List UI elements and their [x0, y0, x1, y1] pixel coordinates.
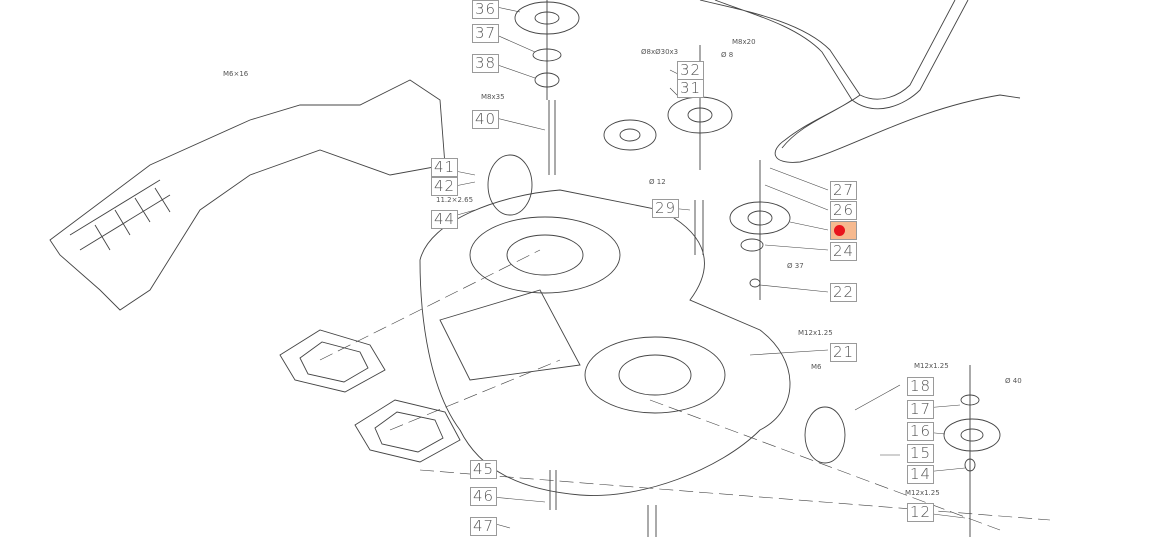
pulley-left — [603, 119, 657, 151]
part-label-47[interactable]: 47 — [470, 517, 498, 536]
wheel-right — [804, 406, 846, 464]
part-label-17[interactable]: 17 — [907, 400, 935, 419]
part-label-42[interactable]: 42 — [431, 177, 459, 196]
discharge-chute — [439, 289, 581, 381]
spec-d40: Ø 40 — [1005, 377, 1022, 385]
part-label-26[interactable]: 26 — [830, 201, 858, 220]
mower-deck — [419, 189, 791, 496]
part-label-24[interactable]: 24 — [830, 242, 858, 261]
spec-d37: Ø 37 — [787, 262, 804, 270]
highlight-marker[interactable] — [834, 225, 845, 236]
part-label-37[interactable]: 37 — [472, 24, 500, 43]
part-label-36[interactable]: 36 — [472, 0, 500, 19]
part-label-46[interactable]: 46 — [470, 487, 498, 506]
spec-m8x35: M8x35 — [481, 93, 505, 101]
gasket-upper — [279, 329, 386, 393]
spec-m6: M6 — [811, 363, 822, 371]
part-label-16[interactable]: 16 — [907, 422, 935, 441]
part-label-31[interactable]: 31 — [677, 79, 705, 98]
part-label-45[interactable]: 45 — [470, 460, 498, 479]
part-label-40[interactable]: 40 — [472, 110, 500, 129]
part-label-22[interactable]: 22 — [830, 283, 858, 302]
gasket-lower — [354, 399, 461, 463]
part-label-18[interactable]: 18 — [907, 377, 935, 396]
spec-washer: Ø8xØ30x3 — [641, 48, 679, 56]
pulley-16 — [943, 418, 1001, 452]
part-label-12[interactable]: 12 — [907, 503, 935, 522]
part-label-32[interactable]: 32 — [677, 61, 705, 80]
spec-m12-c: M12x1.25 — [905, 489, 940, 497]
spec-11-2x2-65: 11.2×2.65 — [436, 196, 474, 204]
drive-belt — [699, 0, 969, 110]
part-label-14[interactable]: 14 — [907, 465, 935, 484]
part-label-44[interactable]: 44 — [431, 210, 459, 229]
spec-d8: Ø 8 — [721, 51, 734, 59]
part-label-21[interactable]: 21 — [830, 343, 858, 362]
belt-guard — [49, 79, 446, 311]
part-label-29[interactable]: 29 — [652, 199, 680, 218]
spec-d12: Ø 12 — [649, 178, 666, 186]
spec-m8x20: M8x20 — [732, 38, 756, 46]
wheel-left — [487, 154, 533, 216]
part-label-15[interactable]: 15 — [907, 444, 935, 463]
spec-m12-a: M12x1.25 — [798, 329, 833, 337]
part-label-41[interactable]: 41 — [431, 158, 459, 177]
part-label-27[interactable]: 27 — [830, 181, 858, 200]
spec-m12-b: M12x1.25 — [914, 362, 949, 370]
spec-m6x16: M6×16 — [223, 70, 249, 78]
part-label-38[interactable]: 38 — [472, 54, 500, 73]
drive-belt-lower — [774, 94, 1021, 163]
